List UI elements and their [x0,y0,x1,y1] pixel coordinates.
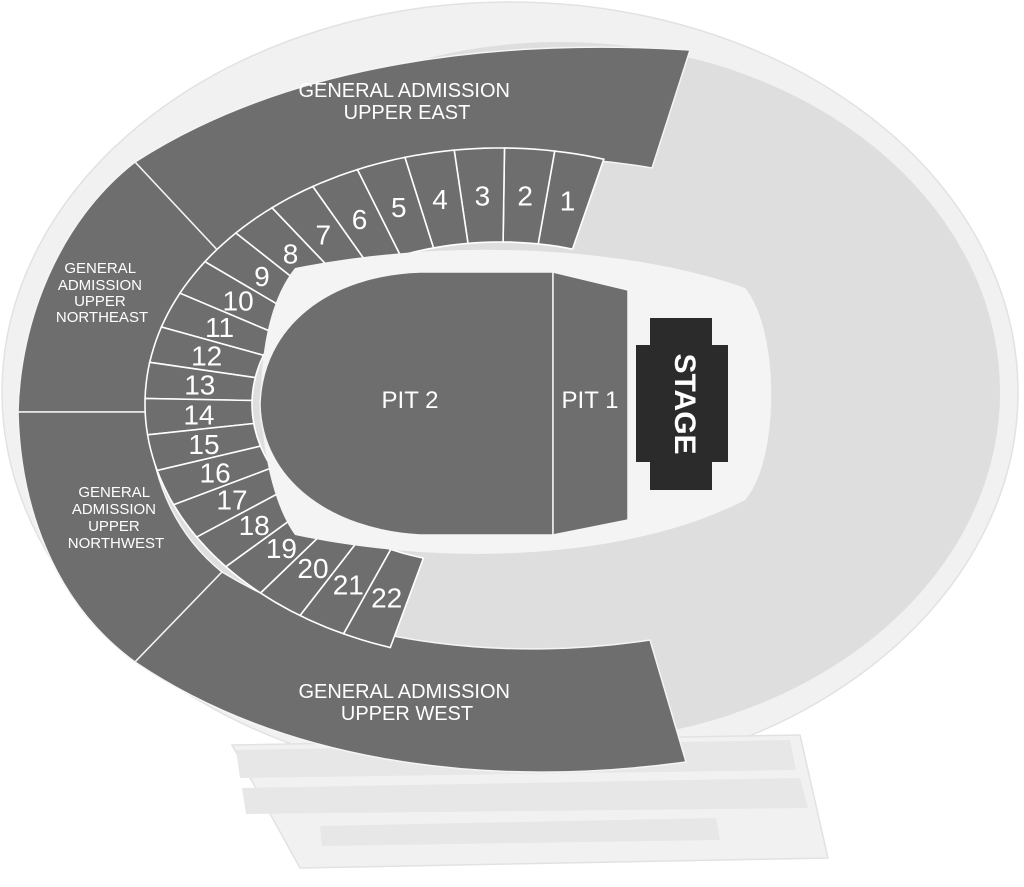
section-22[interactable] [342,548,425,649]
section-10-label: 10 [223,285,254,316]
ga-upper-northeast-label: GENERAL ADMISSION UPPER NORTHEAST [56,260,148,326]
stage-label: STAGE [668,353,701,454]
section-12-label: 12 [191,341,222,372]
section-21-label: 21 [333,570,364,601]
section-3-label: 3 [475,180,491,211]
section-19-label: 19 [266,533,297,564]
pit-2-label: PIT 2 [382,387,439,414]
pit-1-area[interactable] [552,271,629,536]
section-2-label: 2 [517,181,533,212]
section-4-label: 4 [432,184,448,215]
section-8-label: 8 [283,239,299,270]
map-labels: PIT 2 PIT 1 STAGE GENERAL ADMISSION UPPE… [56,80,701,725]
section-5-label: 5 [391,192,407,223]
stage [636,318,728,490]
section-14-label: 14 [183,399,214,430]
section-17-label: 17 [216,485,247,516]
section-6-label: 6 [352,204,368,235]
section-18-label: 18 [239,510,270,541]
section-20-label: 20 [297,553,328,584]
section-13-label: 13 [184,370,215,401]
section-15-label: 15 [188,429,219,460]
section-7-label: 7 [316,220,332,251]
ga-upper-northwest-label: GENERAL ADMISSION UPPER NORTHWEST [68,484,164,552]
pit-2-area[interactable] [259,271,554,536]
section-16-label: 16 [200,457,231,488]
general-admission-sections [17,46,692,773]
section-22-label: 22 [371,583,402,614]
floor-area [259,249,772,554]
section-11-label: 11 [205,312,234,343]
ga-upper-east-label: GENERAL ADMISSION UPPER EAST [298,80,515,124]
pit-1-label: PIT 1 [562,387,619,414]
section-9-label: 9 [254,261,270,292]
ga-upper-west-label: GENERAL ADMISSION UPPER WEST [298,681,515,725]
section-1-label: 1 [560,185,576,216]
